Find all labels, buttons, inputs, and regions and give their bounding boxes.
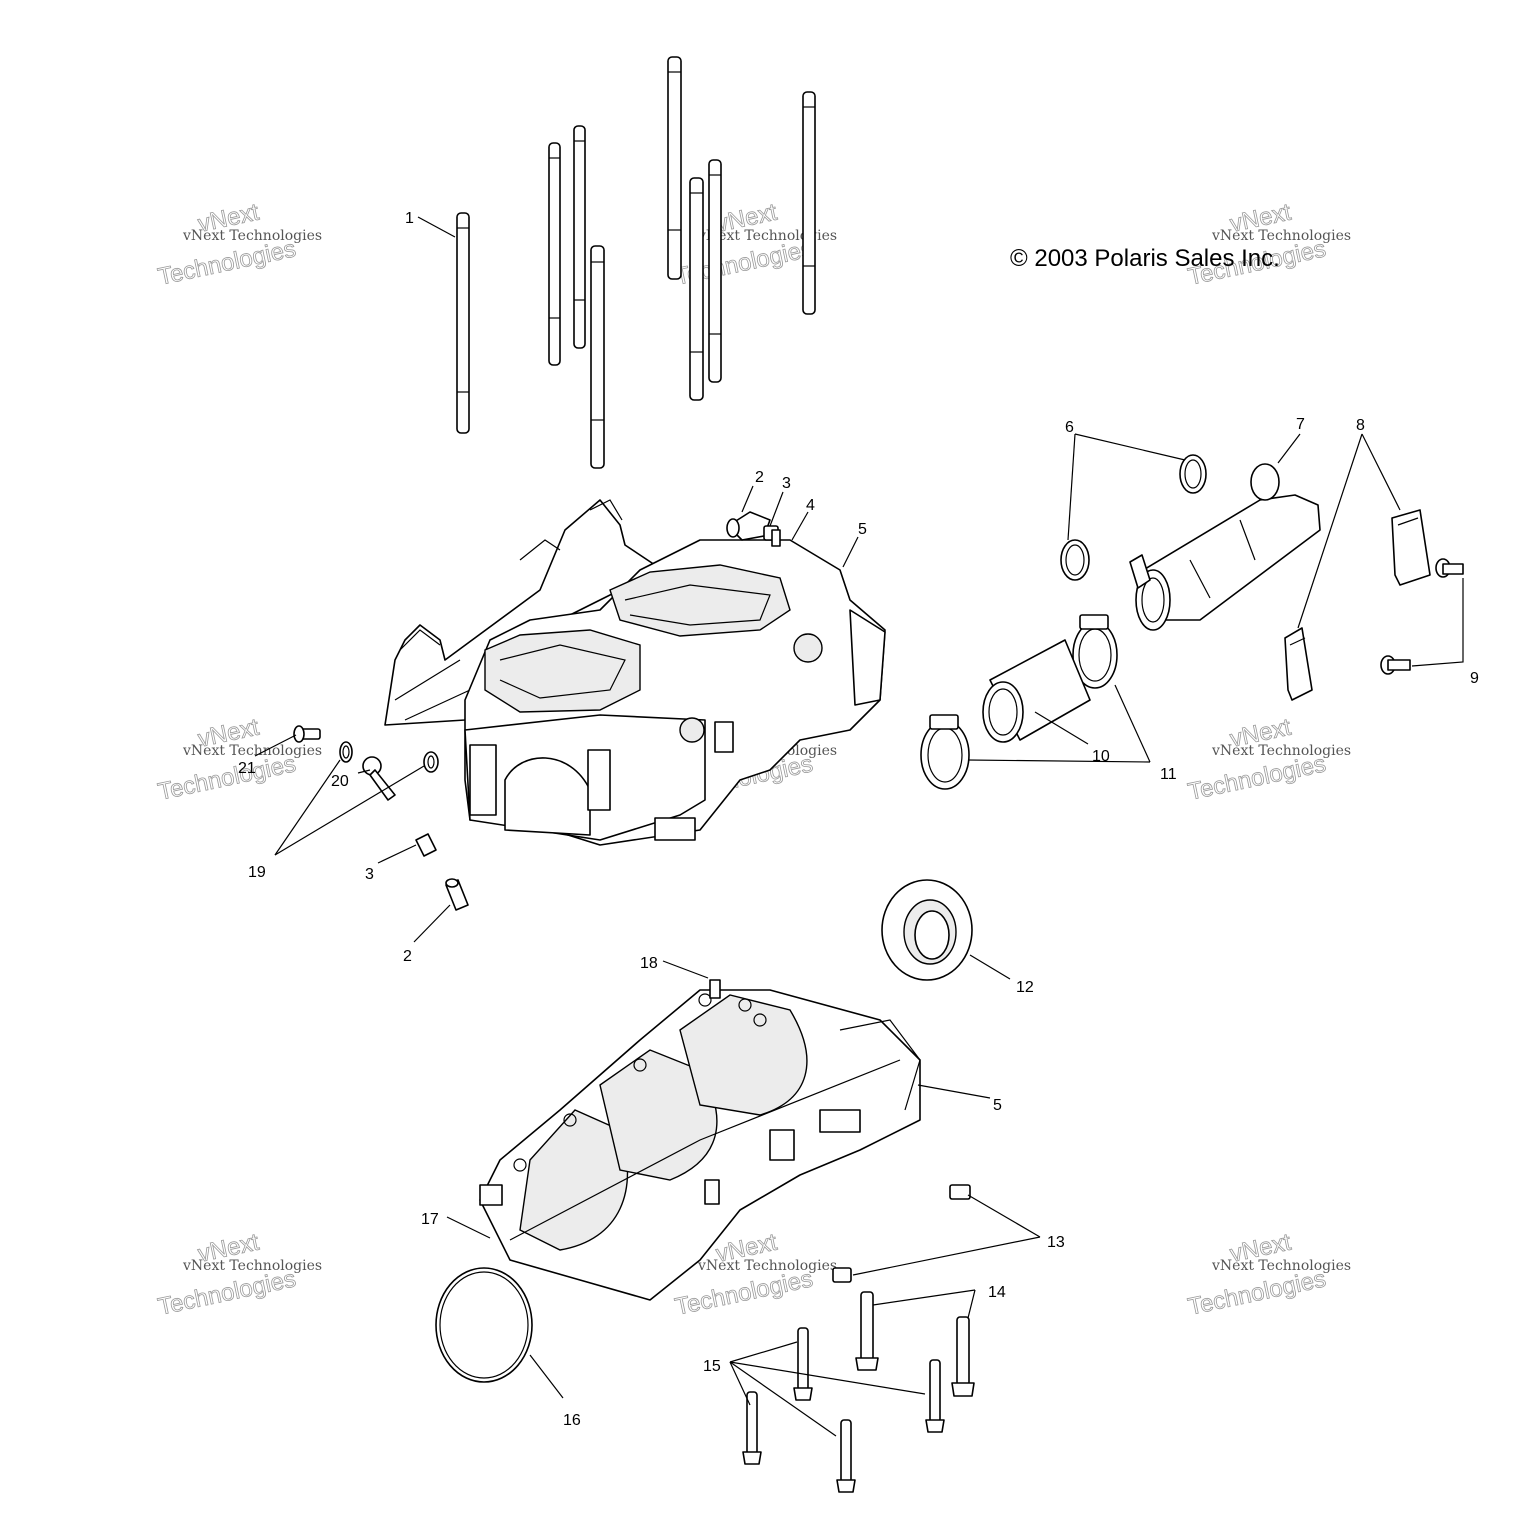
coolant-hose (982, 639, 1091, 743)
water-fitting (1129, 463, 1321, 631)
washer-19-upper (339, 741, 353, 763)
callout-11: 11 (1160, 766, 1177, 783)
callout-5: 5 (993, 1097, 1002, 1114)
svg-text:vNext Technologies: vNext Technologies (1211, 228, 1351, 244)
plug-lower (832, 1267, 852, 1283)
bolt-14-right (951, 1316, 975, 1397)
callout-18: 18 (640, 955, 658, 972)
stud (689, 177, 704, 401)
stud (456, 212, 470, 434)
bolt-15 (925, 1359, 945, 1433)
callout-20: 20 (331, 773, 349, 790)
watermark-middle-right: vNext Technologies vNext Technologies (1185, 713, 1351, 806)
svg-text:vNext Technologies: vNext Technologies (182, 228, 322, 244)
watermark-top-left: vNext Technologies vNext Technologies (155, 198, 322, 291)
callout-19: 19 (248, 864, 266, 881)
crankshaft-seal (881, 879, 973, 981)
callout-3: 3 (365, 866, 374, 883)
callout-labels: 1 2 3 4 5 6 7 8 9 10 11 12 13 14 15 16 1… (238, 210, 1479, 1429)
leader-lines (254, 216, 1464, 1437)
callout-2: 2 (755, 469, 764, 486)
callout-10: 10 (1092, 748, 1110, 765)
callout-16: 16 (563, 1412, 581, 1429)
bracket-upper (1391, 509, 1431, 586)
stud (708, 159, 722, 383)
svg-text:vNext Technologies: vNext Technologies (697, 1258, 837, 1274)
callout-13: 13 (1047, 1234, 1065, 1251)
stud (802, 91, 816, 315)
cylinder-studs (456, 56, 816, 469)
callout-8: 8 (1356, 417, 1365, 434)
svg-text:vNext Technologies: vNext Technologies (1211, 1258, 1351, 1274)
stud (590, 245, 605, 469)
svg-text:vNext Technologies: vNext Technologies (182, 743, 322, 759)
watermark-bottom-left: vNext Technologies vNext Technologies (155, 1228, 322, 1321)
callout-4: 4 (806, 497, 815, 514)
callout-17: 17 (421, 1211, 439, 1228)
bolt-14-left (855, 1291, 879, 1371)
callout-5: 5 (858, 521, 867, 538)
bolt-15 (793, 1327, 813, 1401)
snap-ring (435, 1267, 533, 1383)
bushing-lower (415, 833, 437, 857)
callout-6: 6 (1065, 419, 1074, 436)
screw-lower (1380, 655, 1411, 675)
bolt-15 (742, 1391, 762, 1465)
upper-crankcase (384, 499, 886, 846)
o-ring-lower (1060, 539, 1090, 581)
plug-upper (949, 1184, 971, 1200)
callout-21: 21 (238, 760, 256, 777)
stud (573, 125, 586, 349)
svg-text:vNext Technologies: vNext Technologies (697, 228, 837, 244)
callout-3: 3 (782, 475, 791, 492)
lower-crankcase (479, 979, 921, 1301)
copyright-notice: © 2003 Polaris Sales Inc. (1010, 245, 1280, 272)
washer-19-lower (423, 751, 439, 773)
callout-14: 14 (988, 1284, 1006, 1301)
dowel-pin-lower (445, 878, 469, 911)
o-ring-upper (1179, 454, 1207, 494)
hose-clamp-upper (1072, 614, 1118, 689)
callout-15: 15 (703, 1358, 721, 1375)
callout-12: 12 (1016, 979, 1034, 996)
svg-text:vNext Technologies: vNext Technologies (1211, 743, 1351, 759)
stud (548, 142, 561, 366)
bolt-21 (293, 725, 321, 743)
screw-upper (1435, 558, 1464, 578)
callout-7: 7 (1296, 416, 1305, 433)
bolt-15 (836, 1419, 856, 1493)
pin-4 (771, 529, 781, 547)
callout-1: 1 (405, 210, 414, 227)
bracket-lower (1284, 627, 1313, 701)
callout-9: 9 (1470, 670, 1479, 687)
watermark-bottom-right: vNext Technologies vNext Technologies (1185, 1228, 1351, 1321)
stud (667, 56, 682, 280)
callout-2: 2 (403, 948, 412, 965)
svg-text:vNext Technologies: vNext Technologies (182, 1258, 322, 1274)
hose-clamp-lower (920, 714, 970, 790)
